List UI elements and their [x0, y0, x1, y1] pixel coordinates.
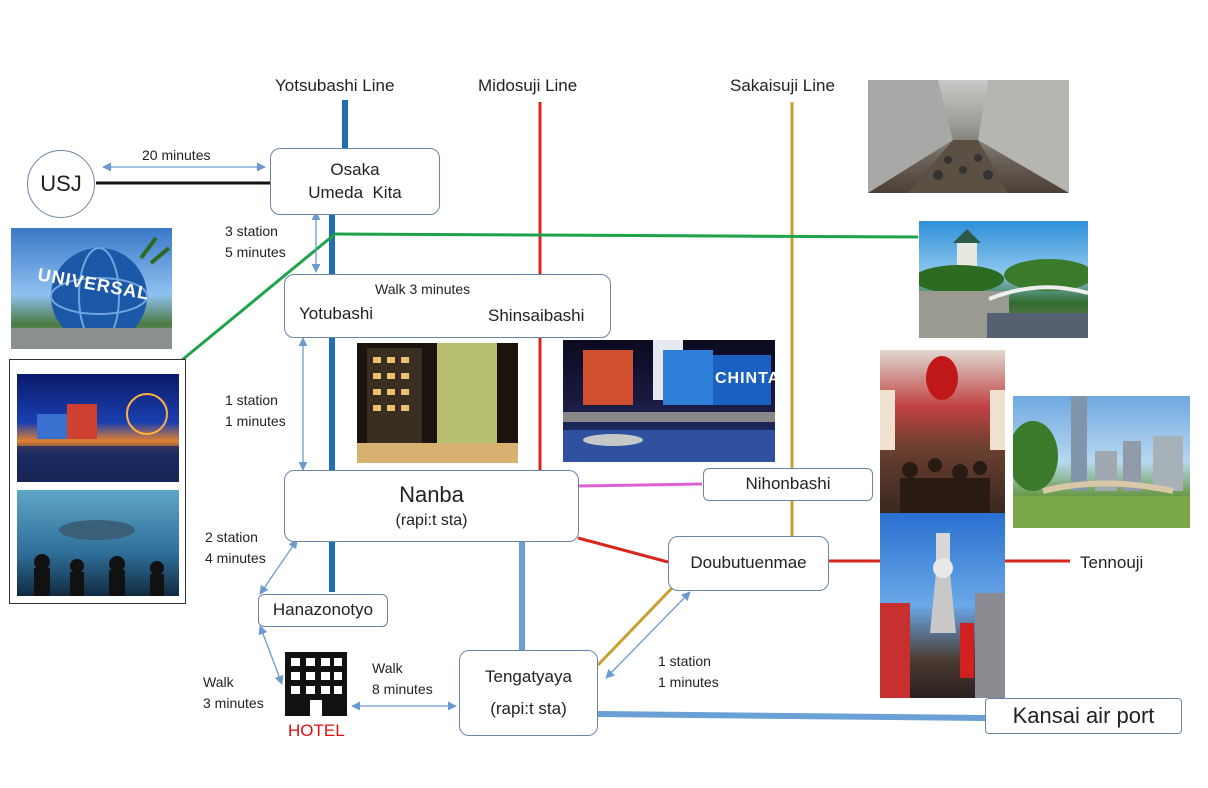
station-nihonbashi[interactable]: Nihonbashi: [703, 468, 873, 501]
note-usj-umeda: 20 minutes: [142, 147, 211, 163]
station-usj[interactable]: USJ: [27, 150, 95, 218]
station-tengatyaya-label: Tengatyaya: [485, 666, 572, 686]
station-yotubashi-label: Yotubashi: [299, 304, 374, 323]
hotel-marker[interactable]: HOTEL: [283, 650, 349, 740]
station-nanba[interactable]: Nanba (rapi:t sta): [284, 470, 579, 542]
green-line-seg2: [181, 232, 336, 362]
station-nanba-sub: (rapi:t sta): [395, 512, 468, 530]
yotsubashi-line-label: Yotsubashi Line: [275, 76, 395, 95]
hotel-building-icon: [285, 652, 347, 716]
note-yotubashi-nanba-2: 1 minutes: [225, 413, 286, 429]
midosuji-line-seg3: [577, 536, 669, 564]
note-hotel-tenga-1: Walk: [372, 660, 403, 676]
abeno-harukas-photo: [1013, 396, 1190, 528]
station-doubutuenmae-label: Doubutuenmae: [690, 553, 807, 573]
station-tennouji[interactable]: Tennouji: [1080, 553, 1144, 572]
station-kansai-airport-label: Kansai air port: [1012, 703, 1155, 729]
station-tengatyaya-sub: (rapi:t sta): [490, 699, 567, 718]
aquarium-photo-group: [9, 359, 186, 604]
tsutenkaku-tower-photo: [880, 513, 1005, 698]
station-hanazonotyo[interactable]: Hanazonotyo: [258, 594, 388, 627]
universal-studios-photo: UNIVERSAL: [11, 228, 172, 349]
note-yotubashi-nanba-1: 1 station: [225, 392, 278, 408]
note-hotel-tenga-2: 8 minutes: [372, 681, 433, 697]
sakaisuji-line-label: Sakaisuji Line: [730, 76, 835, 95]
pink-line: [577, 482, 703, 488]
note-tenga-doubutu-1: 1 station: [658, 653, 711, 669]
walk-label: Walk 3 minutes: [375, 281, 471, 297]
aquarium-tank-photo: [17, 490, 179, 596]
midosuji-line-label: Midosuji Line: [478, 76, 578, 95]
market-arcade-photo: [868, 80, 1069, 193]
station-kansai-airport[interactable]: Kansai air port: [985, 698, 1182, 734]
note-nanba-hanazono-2: 4 minutes: [205, 550, 266, 566]
station-usj-label: USJ: [40, 171, 82, 196]
arrow-nanba-hanazono: [259, 539, 298, 595]
dotonbori-photo: CHINTAI: [563, 340, 775, 462]
station-hanazonotyo-label: Hanazonotyo: [272, 600, 374, 620]
station-nihonbashi-label: Nihonbashi: [745, 474, 831, 494]
station-shinsaibashi-label: Shinsaibashi: [488, 306, 585, 325]
note-nanba-hanazono-1: 2 station: [205, 529, 258, 545]
green-line: [334, 232, 919, 239]
note-hanazono-hotel-1: Walk: [203, 674, 234, 690]
station-osaka-umeda[interactable]: Osaka Umeda Kita: [270, 148, 440, 215]
rapit-line-seg2: [597, 711, 986, 721]
station-tengatyaya[interactable]: Tengatyaya (rapi:t sta): [459, 650, 598, 736]
arrow-hanazono-hotel: [258, 625, 284, 685]
night-buildings-photo: [357, 343, 518, 463]
station-osaka-umeda-line2: Umeda Kita: [308, 182, 402, 202]
note-tenga-doubutu-2: 1 minutes: [658, 674, 719, 690]
station-doubutuenmae[interactable]: Doubutuenmae: [668, 536, 829, 591]
chintai-sign-text: CHINTAI: [715, 370, 775, 387]
note-hanazono-hotel-2: 3 minutes: [203, 695, 264, 711]
note-umeda-yotubashi-2: 5 minutes: [225, 244, 286, 260]
station-osaka-umeda-line1: Osaka: [330, 159, 380, 179]
shopping-street-photo: [880, 350, 1005, 513]
arrow-tenga-doubutu: [605, 591, 691, 679]
station-yotubashi-shinsaibashi[interactable]: Walk 3 minutes Yotubashi Shinsaibashi: [284, 274, 611, 338]
kaiyukan-night-photo: [17, 374, 179, 482]
osaka-castle-photo: [919, 221, 1088, 338]
note-umeda-yotubashi-1: 3 station: [225, 223, 278, 239]
station-nanba-label: Nanba: [399, 482, 464, 508]
hotel-label: HOTEL: [288, 721, 345, 740]
